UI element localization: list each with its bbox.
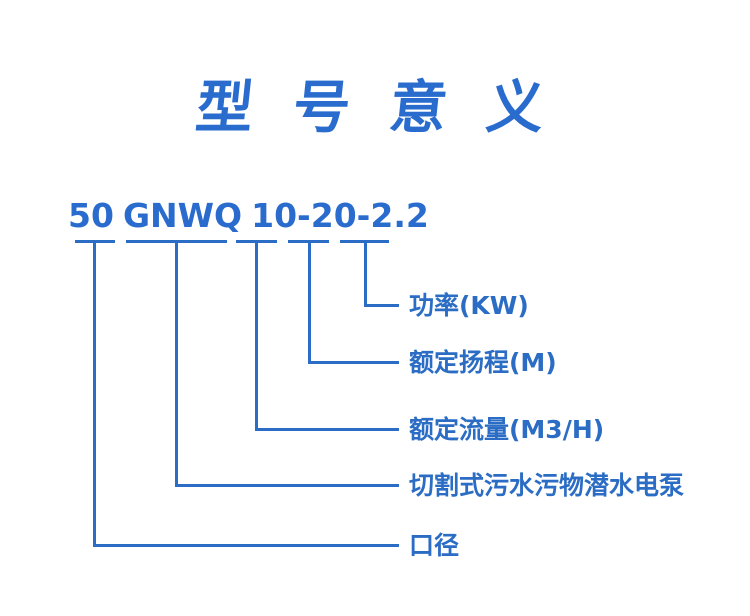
leader-line-bore-horizontal (93, 544, 399, 547)
leader-line-flow-horizontal (255, 428, 399, 431)
callout-label-head: 额定扬程(M) (409, 348, 557, 377)
callout-label-bore: 口径 (409, 531, 460, 560)
model-code-segment-head: -20 (297, 196, 357, 235)
leader-line-series-vertical (175, 240, 178, 487)
model-code-segment-bore: 50 (68, 196, 114, 235)
callout-label-series: 切割式污水污物潜水电泵 (409, 471, 685, 500)
leader-line-power-horizontal (364, 304, 399, 307)
leader-line-head-vertical (308, 240, 311, 364)
leader-line-power-vertical (364, 240, 367, 307)
model-code-segment-power: -2.2 (356, 196, 429, 235)
callout-label-flow: 额定流量(M3/H) (409, 415, 605, 444)
callout-label-power: 功率(KW) (409, 291, 529, 320)
leader-line-flow-vertical (255, 240, 258, 431)
leader-line-head-horizontal (308, 361, 399, 364)
page-title: 型 号 意 义 (192, 75, 558, 141)
model-code-segment-series: GNWQ (122, 196, 243, 235)
leader-line-series-horizontal (175, 484, 399, 487)
leader-line-bore-vertical (93, 240, 96, 547)
model-code-segment-flow: 10 (251, 196, 298, 235)
